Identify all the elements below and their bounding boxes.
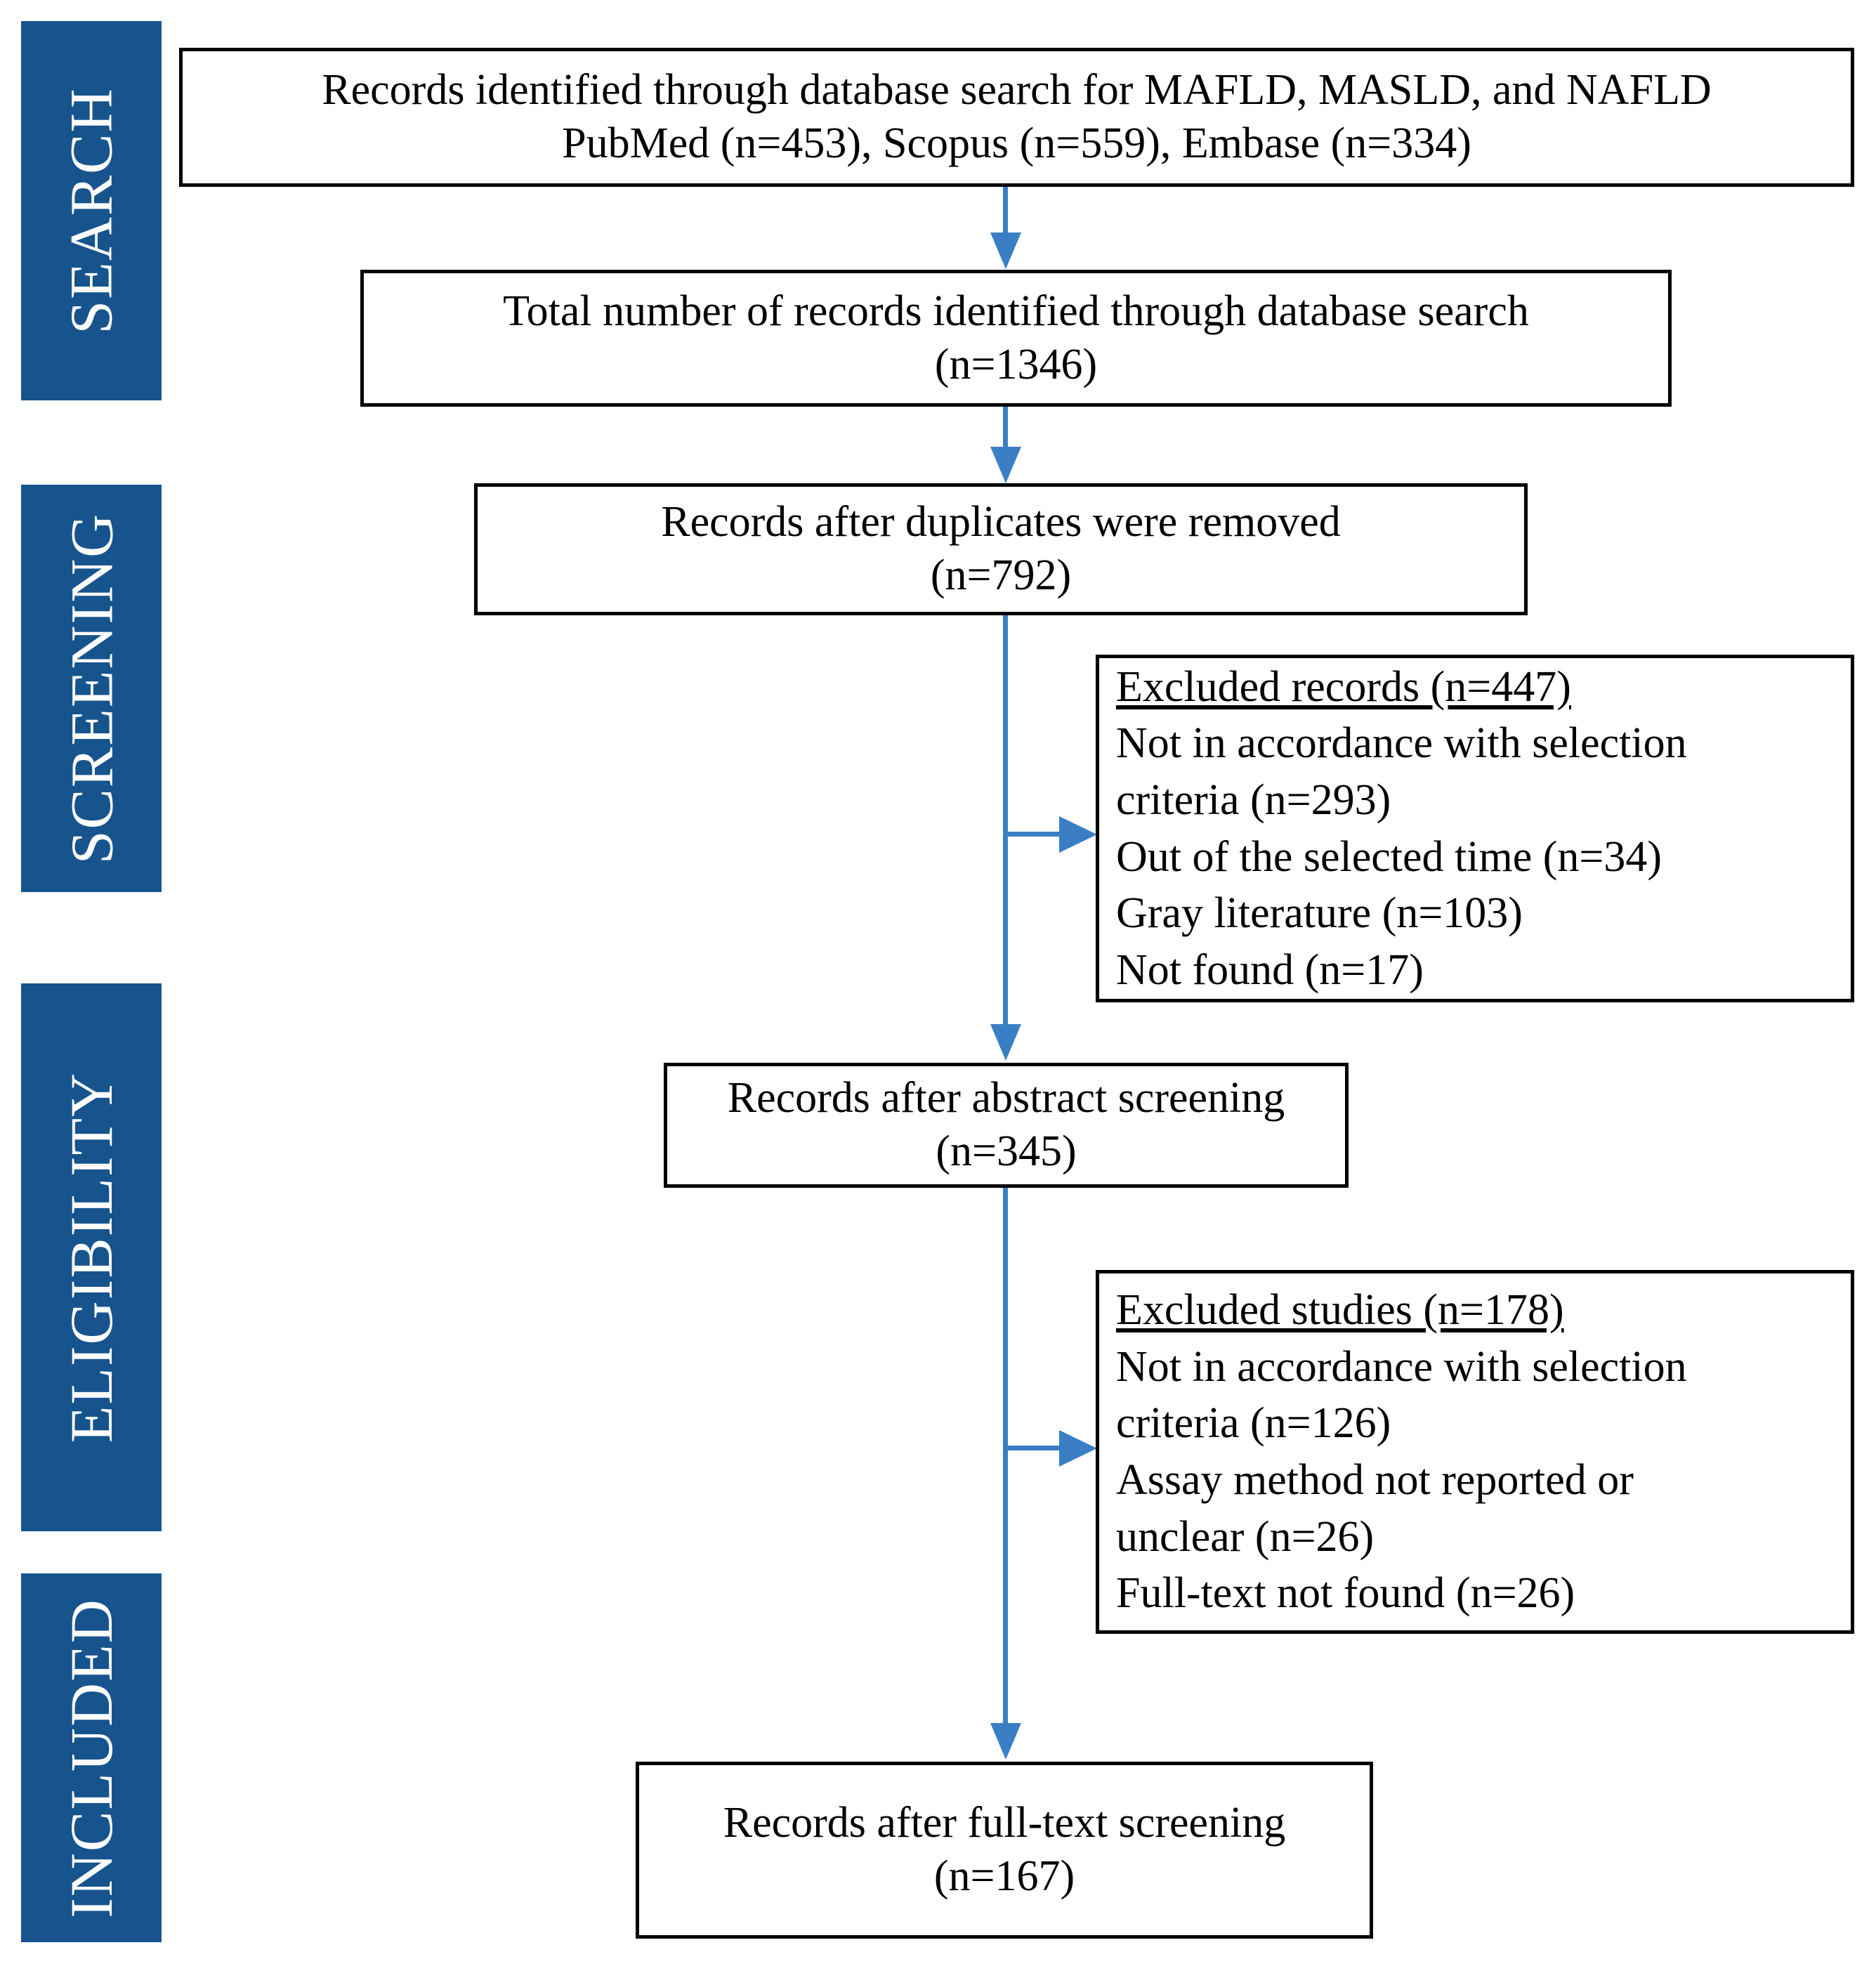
- excluded-records-item-2: Out of the selected time (n=34): [1116, 832, 1662, 881]
- box-records-identified: Records identified through database sear…: [179, 48, 1854, 187]
- box-after-fulltext-line1: Records after full-text screening: [723, 1799, 1286, 1847]
- box-total-records-line1: Total number of records identified throu…: [503, 287, 1529, 335]
- excluded-records-item-4: Not found (n=17): [1116, 945, 1424, 994]
- arrowhead-abstract-to-fulltext: [990, 1723, 1021, 1760]
- box-total-records-line2: (n=1346): [934, 340, 1098, 388]
- stage-bar-screening: SCREENING: [21, 485, 162, 892]
- stage-label-included: INCLUDED: [58, 1597, 125, 1918]
- excluded-studies-item-0: Not in accordance with selection: [1116, 1342, 1687, 1391]
- arrowhead-duplicates-to-abstract: [990, 1024, 1021, 1061]
- connector-total-to-duplicates: [1003, 406, 1008, 448]
- box-after-abstract-line2: (n=345): [936, 1127, 1077, 1175]
- stage-label-screening: SCREENING: [58, 512, 126, 865]
- excluded-records-item-0: Not in accordance with selection: [1116, 719, 1687, 768]
- box-after-abstract-line1: Records after abstract screening: [727, 1074, 1285, 1122]
- stage-bar-search: SEARCH: [21, 21, 162, 400]
- box-records-after-fulltext-screening: Records after full-text screening (n=167…: [636, 1762, 1373, 1939]
- box-records-identified-line1: Records identified through database sear…: [322, 66, 1712, 114]
- excluded-records-item-1: criteria (n=293): [1116, 775, 1391, 824]
- excluded-studies-item-3: unclear (n=26): [1116, 1512, 1375, 1561]
- excluded-studies-item-1: criteria (n=126): [1116, 1399, 1391, 1448]
- connector-abstract-to-fulltext: [1003, 1187, 1008, 1724]
- box-records-after-abstract-screening: Records after abstract screening (n=345): [664, 1063, 1349, 1188]
- stage-bar-included: INCLUDED: [21, 1573, 162, 1942]
- connector-identified-to-total: [1003, 186, 1008, 234]
- arrowhead-to-excluded-records: [1059, 816, 1097, 853]
- arrowhead-identified-to-total: [990, 232, 1021, 269]
- excluded-studies-item-4: Full-text not found (n=26): [1116, 1569, 1575, 1618]
- box-records-after-duplicates: Records after duplicates were removed (n…: [474, 483, 1528, 615]
- arrowhead-total-to-duplicates: [990, 447, 1021, 483]
- connector-to-excluded-studies: [1003, 1446, 1082, 1450]
- excluded-records-item-3: Gray literature (n=103): [1116, 889, 1523, 938]
- box-excluded-records: Excluded records (n=447) Not in accordan…: [1096, 655, 1854, 1002]
- box-excluded-studies: Excluded studies (n=178) Not in accordan…: [1096, 1270, 1854, 1634]
- stage-label-search: SEARCH: [58, 87, 126, 334]
- box-records-identified-line2: PubMed (n=453), Scopus (n=559), Embase (…: [562, 119, 1471, 167]
- connector-to-excluded-records: [1003, 832, 1082, 837]
- stage-label-eligibility: ELIGIBILITY: [58, 1071, 126, 1443]
- box-total-records-identified: Total number of records identified throu…: [360, 270, 1672, 407]
- excluded-studies-item-2: Assay method not reported or: [1116, 1456, 1634, 1504]
- box-after-duplicates-line2: (n=792): [930, 551, 1072, 599]
- box-after-fulltext-line2: (n=167): [933, 1852, 1075, 1900]
- excluded-records-header: Excluded records (n=447): [1116, 662, 1571, 711]
- excluded-studies-header: Excluded studies (n=178): [1116, 1286, 1564, 1335]
- box-after-duplicates-line1: Records after duplicates were removed: [661, 498, 1341, 546]
- stage-bar-eligibility: ELIGIBILITY: [21, 983, 162, 1531]
- arrowhead-to-excluded-studies: [1059, 1430, 1097, 1467]
- connector-duplicates-to-abstract: [1003, 615, 1008, 1026]
